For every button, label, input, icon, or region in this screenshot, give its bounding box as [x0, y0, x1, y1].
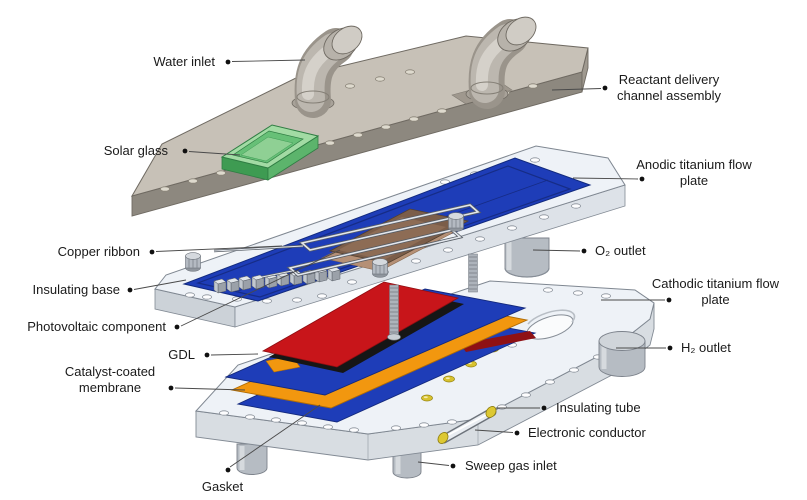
label-anodic-plate: Anodic titanium flow plate: [636, 157, 752, 188]
reactant-delivery-assembly-part: [130, 16, 589, 217]
label-insulating-tube: Insulating tube: [556, 400, 641, 415]
label-cathodic-plate: Cathodic titanium flow plate: [651, 276, 780, 307]
leader-reactant-delivery: [551, 88, 602, 91]
anodic-flow-plate-part: [154, 145, 626, 328]
bolt-icon: [372, 258, 388, 278]
insulating-tube-cap: [437, 432, 449, 444]
label-h2-outlet: H₂ outlet: [681, 340, 731, 355]
label-electronic-conductor: Electronic conductor: [528, 425, 646, 440]
leader-solar-glass: [188, 151, 241, 156]
electronic-conductor-part: [437, 406, 497, 444]
leader-o2-outlet: [532, 249, 581, 252]
leader-lines: [133, 59, 666, 468]
solar-glass-part: [220, 124, 320, 181]
water-inlet-pipe-right: [465, 16, 537, 109]
leader-insulating-base: [133, 279, 187, 290]
label-gdl: GDL: [168, 347, 195, 362]
o2-outlet-port: [504, 237, 550, 278]
bolt-icon: [185, 252, 201, 272]
leader-sweep-gas: [417, 461, 450, 466]
gasket-foot: [236, 443, 268, 475]
label-water-inlet: Water inlet: [153, 54, 215, 69]
label-o2-outlet: O₂ outlet: [595, 243, 646, 258]
label-solar-glass: Solar glass: [103, 143, 168, 158]
threaded-rods: [387, 253, 478, 341]
h2-outlet-port: [598, 331, 646, 377]
leader-copper-ribbon: [155, 245, 283, 252]
leader-photovoltaic: [180, 249, 341, 327]
dark-red-layer-part: [460, 331, 536, 352]
leader-water-inlet: [231, 59, 306, 62]
leader-electronic-conductor: [474, 429, 514, 433]
label-sweep-gas-inlet: Sweep gas inlet: [465, 458, 557, 473]
mea-stack: [224, 281, 537, 423]
gdl-part: [261, 281, 460, 368]
copper-ribbon-part: [213, 203, 482, 279]
leader-dots: [127, 59, 673, 473]
label-insulating-base: Insulating base: [32, 282, 120, 297]
gold-screw-icon: [421, 394, 433, 402]
leader-gdl: [210, 353, 259, 356]
label-gasket: Gasket: [201, 479, 244, 494]
water-inlet-pipe-left: [291, 25, 363, 118]
label-photovoltaic: Photovoltaic component: [27, 319, 166, 334]
bolt-icon: [448, 212, 464, 232]
label-copper-ribbon: Copper ribbon: [57, 244, 140, 259]
label-reactant-delivery: Reactant delivery channel assembly: [616, 72, 722, 103]
leader-gasket: [229, 404, 321, 468]
leader-anodic-plate: [572, 177, 639, 180]
label-catalyst-membrane: Catalyst-coated membrane: [64, 364, 156, 395]
insulating-tube-cap: [485, 406, 497, 418]
leader-catalyst-membrane: [174, 387, 246, 391]
gold-screw-icon: [443, 375, 455, 383]
